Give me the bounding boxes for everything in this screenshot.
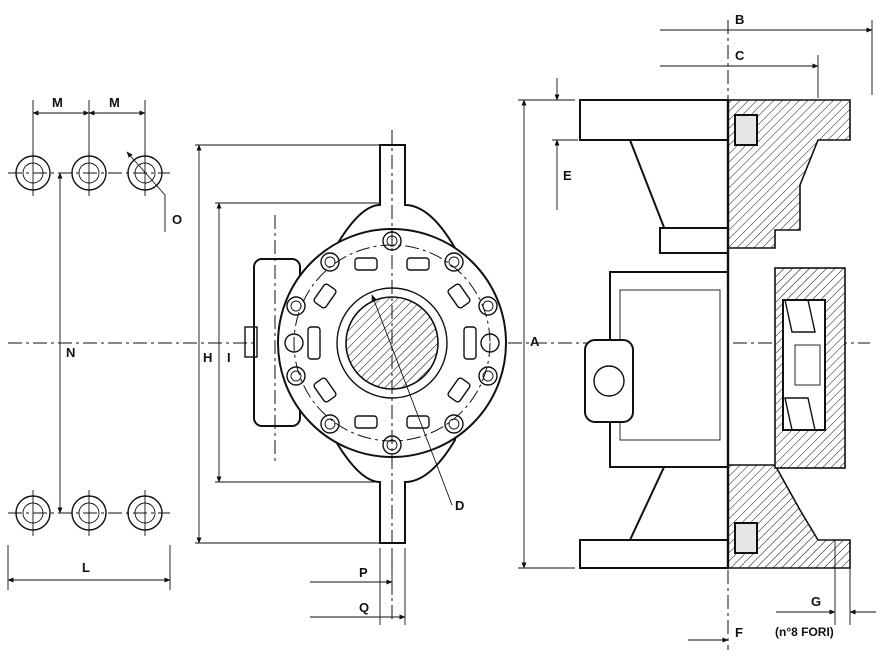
dimension-e [552, 78, 578, 210]
bolt-holes [284, 231, 500, 455]
label-o: O [172, 212, 182, 227]
label-q: Q [359, 600, 369, 615]
label-e: E [563, 168, 572, 183]
label-h: H [203, 350, 212, 365]
label-g: G [811, 594, 821, 609]
label-a: A [530, 334, 540, 349]
dimension-p-q [310, 548, 406, 625]
label-p: P [359, 565, 368, 580]
dimension-f-g [688, 540, 876, 643]
label-l: L [82, 560, 90, 575]
label-n: N [66, 345, 75, 360]
label-d: D [455, 498, 464, 513]
holes-note: (n°8 FORI) [775, 625, 834, 639]
hole-pattern-view [7, 100, 870, 590]
top-hole-row [8, 150, 170, 196]
slot-windows [307, 257, 477, 429]
label-m-right: M [109, 95, 120, 110]
bearings [784, 299, 821, 431]
dimension-c [660, 55, 819, 98]
front-view [195, 130, 507, 625]
label-i: I [227, 350, 231, 365]
label-b: B [735, 12, 744, 27]
label-c: C [735, 48, 745, 63]
dimension-h-i [195, 144, 380, 544]
bottom-hole-row [8, 490, 170, 536]
dimension-m [32, 100, 146, 155]
dimension-o [126, 151, 166, 232]
dimension-a [518, 99, 575, 569]
dimension-b [660, 20, 873, 95]
side-section-view [518, 20, 876, 650]
dimension-l [7, 545, 171, 590]
label-m-left: M [52, 95, 63, 110]
label-f: F [735, 625, 743, 640]
